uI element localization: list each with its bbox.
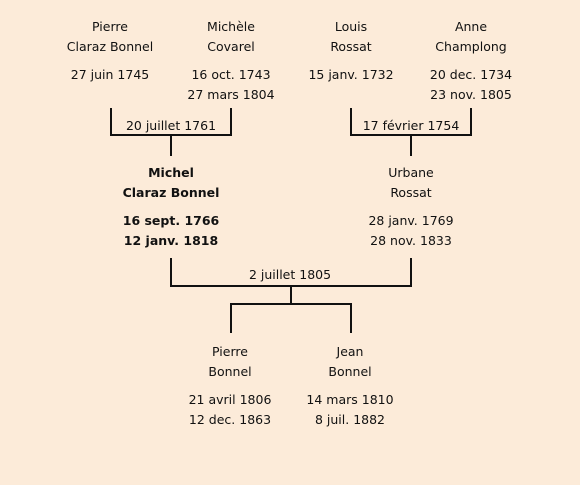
- connector-line: [170, 258, 172, 287]
- death-date: 8 juil. 1882: [314, 412, 386, 427]
- person-urbane-rossat: Urbane Rossat 28 janv. 1769 28 nov. 1833: [336, 163, 486, 251]
- person-michel-claraz-bonnel: Michel Claraz Bonnel 16 sept. 1766 12 ja…: [96, 163, 246, 251]
- person-pierre-bonnel: Pierre Bonnel 21 avril 1806 12 dec. 1863: [155, 342, 305, 430]
- death-date: 12 dec. 1863: [188, 412, 272, 427]
- connector-line: [230, 108, 232, 136]
- first-name: Urbane: [388, 165, 434, 180]
- connector-line: [410, 258, 412, 287]
- first-name: Michel: [148, 165, 194, 180]
- connector-line: [170, 134, 172, 156]
- connector-line: [410, 134, 412, 156]
- last-name: Rossat: [330, 39, 372, 54]
- person-michele-covarel: Michèle Covarel 16 oct. 1743 27 mars 180…: [156, 17, 306, 105]
- last-name: Bonnel: [208, 364, 252, 379]
- last-name: Rossat: [390, 185, 432, 200]
- connector-line: [230, 303, 352, 305]
- birth-date: 21 avril 1806: [188, 392, 272, 407]
- last-name: Claraz Bonnel: [122, 185, 220, 200]
- last-name: Champlong: [435, 39, 507, 54]
- birth-date: 16 sept. 1766: [122, 213, 220, 228]
- last-name: Covarel: [207, 39, 255, 54]
- marriage-date-left: 20 juillet 1761: [125, 118, 217, 133]
- birth-date: 27 juin 1745: [70, 67, 150, 82]
- last-name: Claraz Bonnel: [66, 39, 154, 54]
- first-name: Jean: [336, 344, 364, 359]
- connector-line: [110, 108, 112, 136]
- birth-date: 16 oct. 1743: [191, 67, 271, 82]
- birth-date: 15 janv. 1732: [308, 67, 394, 82]
- birth-date: 28 janv. 1769: [368, 213, 454, 228]
- connector-line: [350, 303, 352, 333]
- connector-line: [290, 285, 292, 305]
- first-name: Michèle: [207, 19, 255, 34]
- person-louis-rossat: Louis Rossat 15 janv. 1732: [276, 17, 426, 85]
- death-date: 27 mars 1804: [187, 87, 275, 102]
- first-name: Louis: [334, 19, 368, 34]
- death-date: 28 nov. 1833: [370, 233, 452, 248]
- person-pierre-claraz-bonnel: Pierre Claraz Bonnel 27 juin 1745: [35, 17, 185, 85]
- first-name: Pierre: [212, 344, 248, 359]
- connector-line: [470, 108, 472, 136]
- death-date: 23 nov. 1805: [430, 87, 512, 102]
- marriage-date-center: 2 juillet 1805: [248, 267, 332, 282]
- connector-line: [350, 108, 352, 136]
- birth-date: 20 dec. 1734: [429, 67, 513, 82]
- first-name: Pierre: [92, 19, 128, 34]
- person-jean-bonnel: Jean Bonnel 14 mars 1810 8 juil. 1882: [275, 342, 425, 430]
- person-anne-champlong: Anne Champlong 20 dec. 1734 23 nov. 1805: [396, 17, 546, 105]
- birth-date: 14 mars 1810: [306, 392, 394, 407]
- last-name: Bonnel: [328, 364, 372, 379]
- marriage-date-right: 17 février 1754: [362, 118, 460, 133]
- connector-line: [230, 303, 232, 333]
- first-name: Anne: [454, 19, 488, 34]
- death-date: 12 janv. 1818: [123, 233, 219, 248]
